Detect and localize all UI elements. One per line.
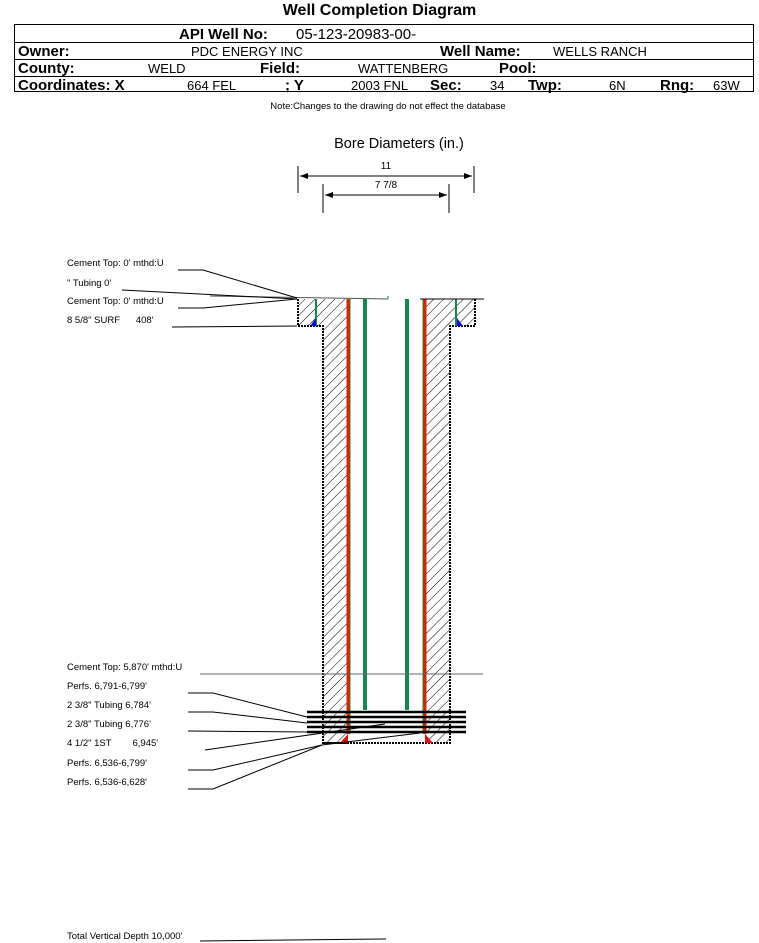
county-label: County: xyxy=(18,60,75,77)
coord-x-value: 664 FEL xyxy=(187,78,237,93)
diagram-title: Well Completion Diagram xyxy=(282,2,477,19)
annotation-cement-top-2: Cement Top: 0' mthd:U xyxy=(67,296,164,307)
row-divider xyxy=(15,42,753,43)
annotation-cement-top-3: Cement Top: 5,870' mthd:U xyxy=(67,662,182,673)
surface-shoe-left xyxy=(310,318,316,326)
annotation-perfs-3: Perfs. 6,536-6,628' xyxy=(67,777,147,788)
outer-diameter-dimension: 11 xyxy=(297,161,475,193)
owner-value: PDC ENERGY INC xyxy=(191,44,303,59)
well-header-table: API Well No: 05-123-20983-00- Owner: PDC… xyxy=(14,24,754,94)
twp-value: 6N xyxy=(609,78,626,93)
annotation-tubing-top: " Tubing 0' xyxy=(67,278,111,289)
owner-label: Owner: xyxy=(18,43,70,60)
county-value: WELD xyxy=(148,61,186,76)
annotation-perfs-2: Perfs. 6,536-6,799' xyxy=(67,758,147,769)
well-name-label: Well Name: xyxy=(440,43,521,60)
arrow-left-icon xyxy=(300,173,308,179)
arrow-right-icon xyxy=(439,192,447,198)
production-shoe-left xyxy=(340,734,348,743)
sec-label: Sec: xyxy=(430,77,462,94)
annotation-surface-casing: 8 5/8" SURF 408' xyxy=(67,315,154,326)
field-value: WATTENBERG xyxy=(358,61,449,76)
total-depth-label: Total Vertical Depth 10,000' xyxy=(67,931,183,942)
arrow-right-icon xyxy=(464,173,472,179)
arrow-left-icon xyxy=(325,192,333,198)
api-label: API Well No: xyxy=(179,26,268,43)
rng-label: Rng: xyxy=(660,77,695,94)
annotation-leaders-bottom xyxy=(187,692,421,790)
inner-diameter-dimension: 7 7/8 xyxy=(322,180,450,213)
row-divider xyxy=(15,59,753,60)
annotation-tubing-1: 2 3/8" Tubing 6,784' xyxy=(67,700,151,711)
sec-value: 34 xyxy=(490,78,505,93)
bore-diameters-title: Bore Diameters (in.) xyxy=(334,136,464,152)
bottom-open-hole xyxy=(348,734,425,743)
rng-value: 63W xyxy=(713,78,740,93)
annotation-production-casing: 4 1/2" 1ST 6,945' xyxy=(67,738,158,749)
well-name-value: WELLS RANCH xyxy=(553,44,647,59)
annotation-tubing-2: 2 3/8" Tubing 6,776' xyxy=(67,719,151,730)
coord-y-value: 2003 FNL xyxy=(351,78,409,93)
coord-x-label: Coordinates: X xyxy=(18,77,125,94)
annotation-cement-top-1: Cement Top: 0' mthd:U xyxy=(67,258,164,269)
pool-label: Pool: xyxy=(499,60,537,77)
coord-y-label: ; Y xyxy=(285,77,304,94)
surface-shoe-right xyxy=(457,318,463,326)
row-divider xyxy=(15,76,753,77)
api-value: 05-123-20983-00- xyxy=(296,26,417,43)
database-note: Note:Changes to the drawing do not effec… xyxy=(270,101,506,112)
surface-cement-right xyxy=(425,299,476,744)
production-shoe-right xyxy=(425,734,433,743)
twp-label: Twp: xyxy=(528,77,562,94)
surface-cement-left xyxy=(297,299,348,744)
inner-diameter-label: 7 7/8 xyxy=(375,180,398,191)
field-label: Field: xyxy=(260,60,300,77)
outer-diameter-label: 11 xyxy=(381,161,392,172)
total-depth-marker xyxy=(199,938,387,942)
annotation-leaders-top xyxy=(121,269,298,328)
perforations xyxy=(307,710,466,734)
annotation-perfs-1: Perfs. 6,791-6,799' xyxy=(67,681,147,692)
